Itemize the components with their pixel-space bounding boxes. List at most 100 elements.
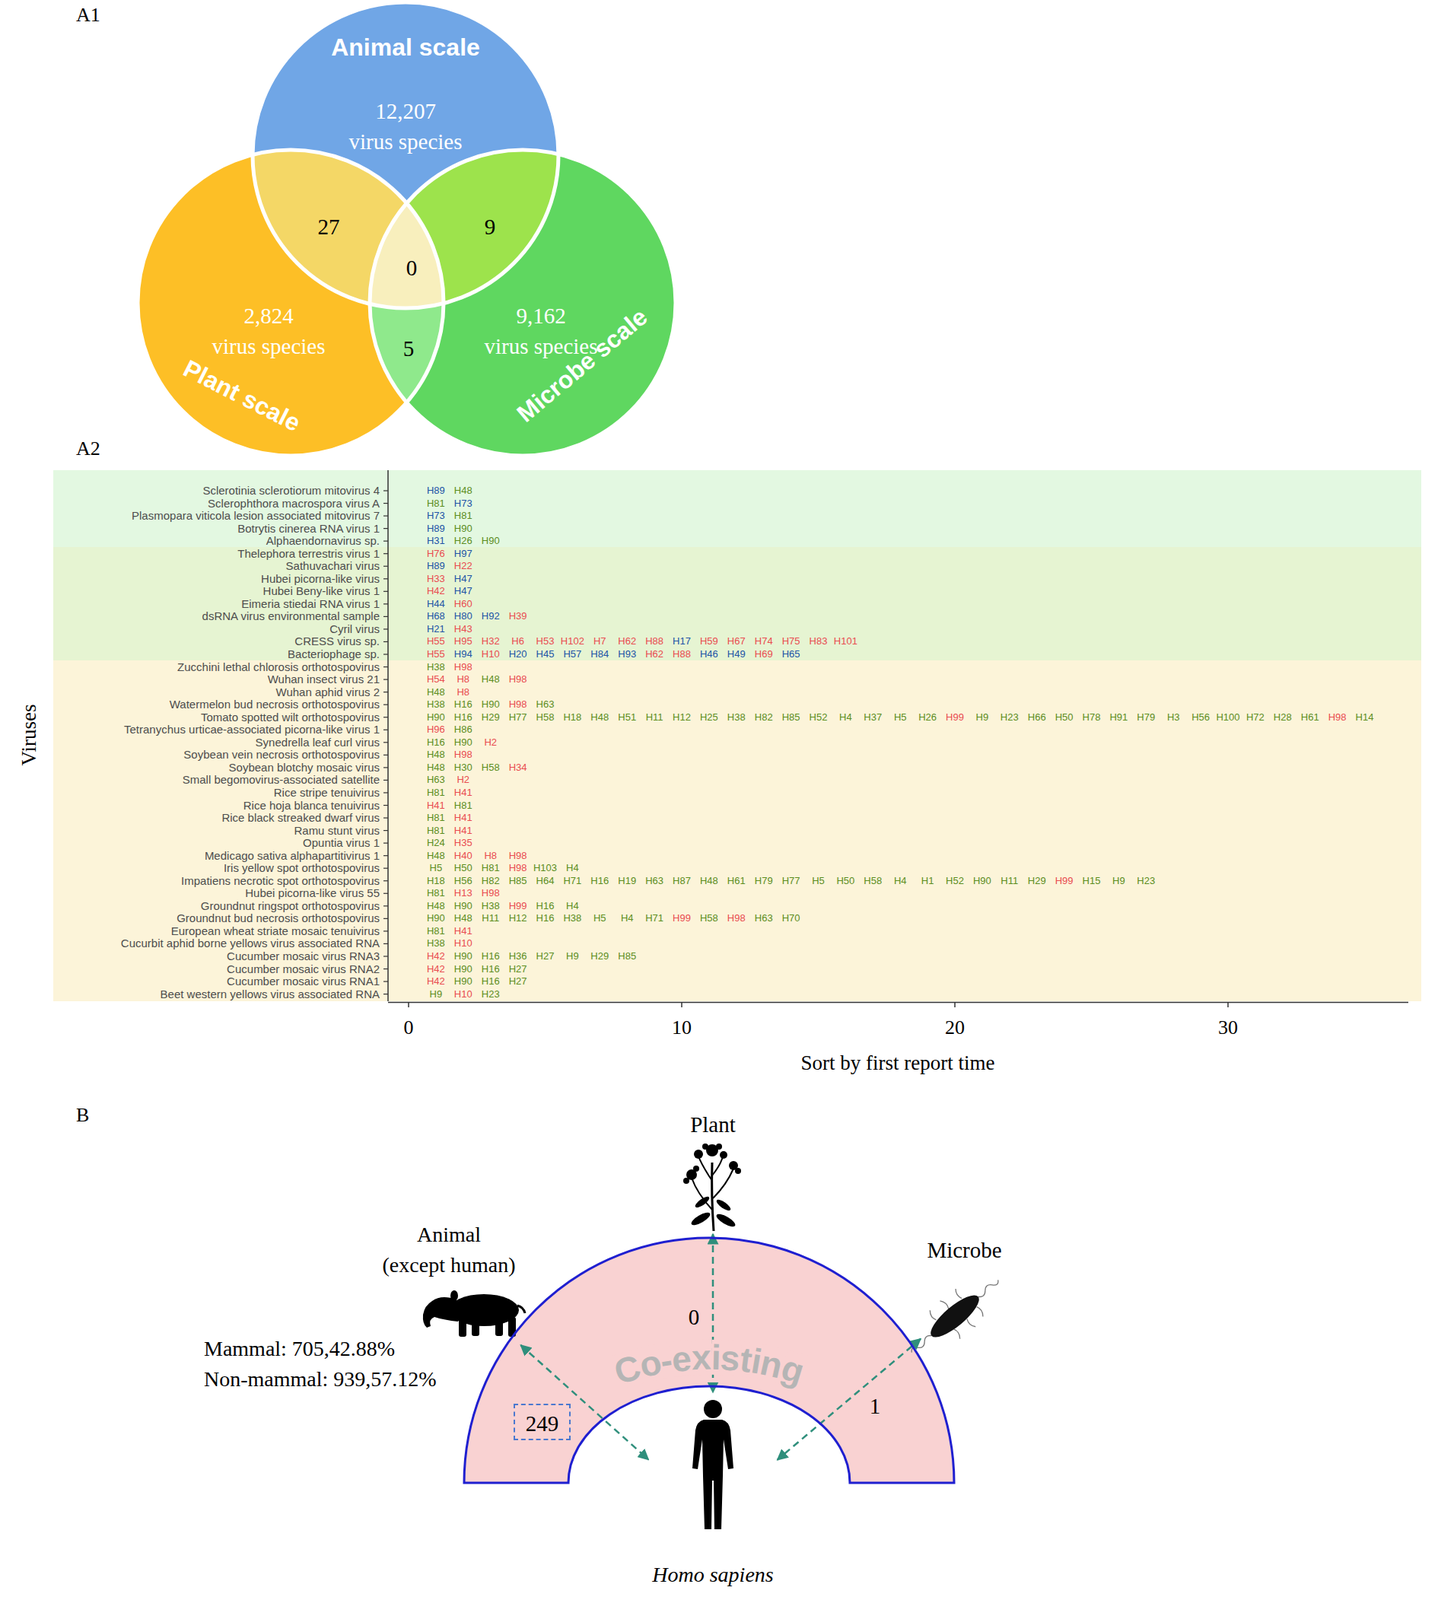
virus-name: Soybean blotchy mosaic virus: [53, 760, 380, 776]
host-code: H58: [863, 873, 882, 889]
host-code: H3: [1167, 709, 1181, 726]
host-code: H68: [426, 608, 446, 624]
host-code: H73: [426, 508, 446, 524]
y-tick: [383, 502, 389, 504]
virus-name: Plasmopara viticola lesion associated mi…: [53, 508, 380, 524]
host-codes: H81 H41: [53, 785, 1422, 801]
host-code: H48: [699, 873, 719, 889]
host-code: H78: [1082, 709, 1101, 726]
host-code: H77: [782, 873, 801, 889]
host-code: H38: [426, 935, 446, 952]
host-codes: H63 H2: [53, 772, 1422, 788]
host-code: H99: [1055, 873, 1074, 889]
venn-circle: Animal scale12,207 virus species: [252, 2, 559, 309]
host-code: H90: [454, 734, 473, 751]
y-tick: [383, 754, 389, 756]
tapir-leg: [458, 1317, 467, 1337]
host-code: H81: [481, 860, 500, 876]
virus-name: Groundnut ringspot orthotospovirus: [53, 898, 380, 914]
virus-name: Cyril virus: [53, 621, 380, 637]
host-code: H81: [454, 508, 473, 524]
plant-leaf: [693, 1194, 712, 1209]
host-code: H81: [426, 496, 446, 512]
host-codes: H38 H98: [53, 659, 1422, 675]
plant-flower: [702, 1143, 709, 1150]
host-code: H36: [509, 948, 528, 964]
host-code: H98: [727, 910, 746, 926]
virus-name: Rice hoja blanca tenuivirus: [53, 798, 380, 814]
host-code: H38: [727, 709, 746, 726]
tapir-leg: [471, 1319, 480, 1337]
host-code: H16: [481, 948, 500, 964]
host-code: H41: [426, 798, 446, 814]
shared-count: 1: [869, 1393, 882, 1420]
host-code: H5: [593, 910, 607, 926]
host-code: H12: [509, 910, 528, 926]
plant-branch: [691, 1156, 734, 1210]
host-code: H53: [536, 633, 555, 650]
plant-flower: [715, 1143, 723, 1150]
host-code: H63: [754, 910, 774, 926]
host-code: H82: [481, 873, 500, 889]
virus-name: Wuhan insect virus 21: [53, 671, 380, 688]
host-code: H81: [426, 785, 446, 801]
host-code: H16: [536, 898, 555, 914]
host-code: H10: [454, 986, 473, 1003]
host-codes: H89 H48: [53, 483, 1422, 499]
host-codes: H16 H90 H2: [53, 734, 1422, 751]
y-tick: [383, 716, 389, 718]
host-code: H90: [454, 948, 473, 964]
y-tick: [383, 868, 389, 869]
host-code: H38: [426, 696, 446, 713]
host-code: H77: [509, 709, 528, 726]
host-codes: H96 H86: [53, 722, 1422, 738]
host-code: H14: [1355, 709, 1375, 726]
y-tick: [383, 792, 389, 793]
host-code: H29: [481, 709, 500, 726]
host-code: H63: [426, 772, 446, 788]
host-code: H79: [1136, 709, 1155, 726]
host-code: H27: [509, 961, 528, 977]
host-code: H4: [566, 898, 580, 914]
host-code: H2: [483, 734, 497, 751]
host-code: H48: [426, 848, 446, 864]
virus-band: Zucchini lethal chlorosis orthotospoviru…: [53, 660, 1422, 1002]
host-code: H75: [782, 633, 801, 650]
host-label: Plant: [690, 1111, 736, 1139]
host-code: H61: [727, 873, 746, 889]
host-code: H72: [1246, 709, 1265, 726]
host-code: H18: [426, 873, 446, 889]
host-code: H86: [454, 722, 473, 738]
host-code: H92: [481, 608, 500, 624]
host-code: H16: [454, 709, 473, 726]
tick-label: 10: [671, 1015, 692, 1040]
y-tick: [383, 830, 389, 831]
host-code: H70: [782, 910, 801, 926]
virus-name: Groundnut bud necrosis orthotospovirus: [53, 910, 380, 926]
venn-circle: Microbe scale9,162 virus species: [369, 149, 676, 456]
host-codes: H18 H56 H82 H85 H64 H71 H16 H19 H63 H87 …: [53, 873, 1422, 889]
virus-name: Impatiens necrotic spot orthotospovirus: [53, 873, 380, 889]
y-tick: [383, 766, 389, 768]
y-tick: [383, 489, 389, 491]
virus-name: Ramu stunt virus: [53, 823, 380, 839]
x-axis: [388, 1002, 1409, 1004]
host-code: H97: [454, 546, 473, 562]
y-tick: [383, 855, 389, 856]
host-code: H90: [973, 873, 992, 889]
host-code: H85: [782, 709, 801, 726]
panel-letter: A1: [76, 3, 101, 27]
host-code: H11: [481, 910, 500, 926]
host-code: H16: [481, 961, 500, 977]
panel-letter: B: [76, 1103, 90, 1127]
host-code: H16: [454, 696, 473, 713]
host-codes: H42 H90 H16 H27: [53, 973, 1422, 990]
y-tick: [383, 603, 389, 605]
host-code: H48: [590, 709, 609, 726]
scale-title: Animal scale: [330, 32, 481, 62]
host-label: Microbe: [926, 1237, 1002, 1264]
host-codes: H5 H50 H81 H98 H103 H4: [53, 860, 1422, 876]
host-code: H90: [454, 961, 473, 977]
host-code: H48: [454, 910, 473, 926]
virus-name: Cucumber mosaic virus RNA3: [53, 948, 380, 964]
